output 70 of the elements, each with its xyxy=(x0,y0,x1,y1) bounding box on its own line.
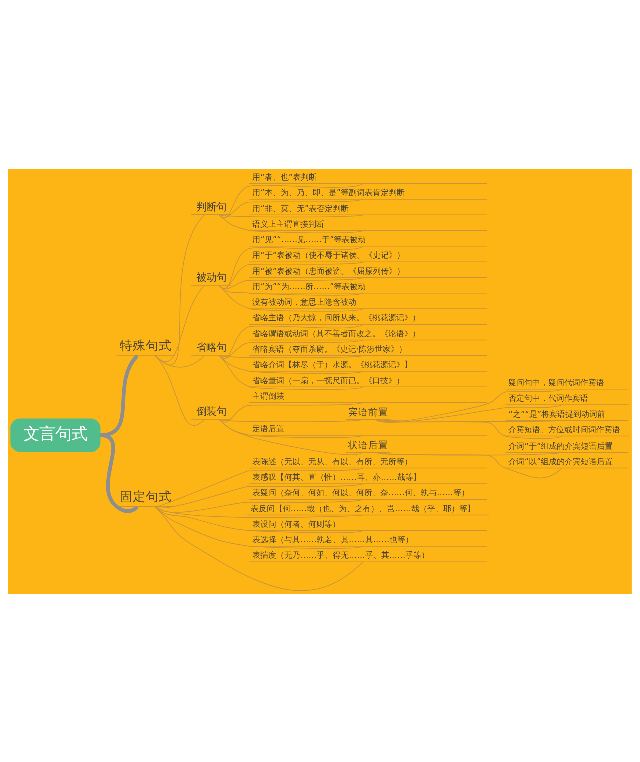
node-text: 省略句 xyxy=(196,342,226,354)
connector xyxy=(375,419,562,422)
node-text: 表陈述（无以、无从、有以、有所、无所等） xyxy=(252,456,413,466)
node-text: 用“本、为、乃、即、是”等副词表肯定判断 xyxy=(252,187,406,198)
connector xyxy=(219,419,363,455)
connector xyxy=(375,452,562,478)
node-text: 表感叹【何其、直（惟）……耳、亦……哉等】 xyxy=(252,472,422,482)
node-text: 省略主语（乃大惊，问所从来。《桃花源记》） xyxy=(252,312,421,322)
node-text: 省略谓语或动词（其不善者而改之。《论语》） xyxy=(252,328,421,338)
node-text: “之”“是”将宾语提到动词前 xyxy=(508,408,606,418)
node-text: 介词“以”组成的介宾短语后置 xyxy=(508,456,614,466)
node-text: 介宾短语、方位或时间词作宾语 xyxy=(508,424,620,434)
node-text: 被动句 xyxy=(196,272,226,284)
node-text: 表选择（与其……孰若、其……其……也等） xyxy=(252,534,414,544)
connector xyxy=(219,246,364,289)
connector xyxy=(155,506,364,533)
connector xyxy=(155,467,364,507)
connector xyxy=(219,339,364,358)
connector xyxy=(375,452,562,456)
node-text: 表设问（何者、何则等） xyxy=(252,518,341,528)
node-text: 表反问【何……哉（也、为、之有）、岂……哉（乎、耶）等】 xyxy=(250,502,476,513)
node-text: 固定句式 xyxy=(120,488,172,504)
connector xyxy=(219,276,364,289)
connector xyxy=(219,419,364,438)
node-text: 状语后置 xyxy=(348,440,388,451)
node-text: 省略介词【林尽（于）水源。《桃花源记》】 xyxy=(252,359,413,370)
node-text: 语义上主谓直接判断 xyxy=(252,218,325,228)
connector xyxy=(375,404,562,423)
connector xyxy=(155,483,364,508)
connector xyxy=(155,506,364,591)
connector xyxy=(155,355,205,426)
connector xyxy=(219,261,364,288)
node-text: 主谓倒装 xyxy=(252,390,285,400)
node-text: 判断句 xyxy=(196,200,226,213)
node-text: 表疑问（奈何、何如、何以、何所、奈……何、孰与……等） xyxy=(252,487,470,498)
node-text: 用“非、莫、无”表否定判断 xyxy=(252,202,350,213)
node-text: 用“为”“为……所……”等表被动 xyxy=(252,280,366,291)
node-text: 介词“于”组成的介宾短语后置 xyxy=(508,440,614,450)
connector xyxy=(219,355,364,358)
connector xyxy=(219,285,364,312)
node-text: 表揣度（无乃……乎、得无……乎、其……乎等） xyxy=(252,550,430,560)
connector xyxy=(219,214,364,218)
connector xyxy=(375,419,562,439)
node-text: 疑问句中，疑问代词作宾语 xyxy=(508,377,605,388)
connector xyxy=(219,419,363,422)
node-text: 宾语前置 xyxy=(348,407,388,418)
connector xyxy=(219,183,364,218)
node-text: 用“于”表被动（使不辱于诸侯。《史记》） xyxy=(252,250,406,260)
node-text: 倒装句 xyxy=(196,406,226,418)
node-text: 用“被”表被动（忠而被谤。《屈原列传》） xyxy=(252,265,406,276)
connector xyxy=(219,214,364,234)
node-text: 没有被动词，意思上隐含被动 xyxy=(252,296,357,307)
node-box: 文言句式 xyxy=(10,418,101,452)
connector xyxy=(100,354,140,437)
connector xyxy=(219,402,364,422)
connector xyxy=(219,355,364,390)
connector xyxy=(219,324,364,358)
node-text: 定语后置 xyxy=(252,423,285,434)
node-text: 省略宾语（夺而杀尉。《史记·陈涉世家》） xyxy=(252,344,408,354)
connector xyxy=(375,388,562,422)
node-text: 用“见”“……见……于”等表被动 xyxy=(252,234,366,244)
node-text: 否定句中，代词作宾语 xyxy=(508,392,589,403)
node-text: 用“者、也”表判断 xyxy=(252,172,318,182)
node-text: 省略量词（一扇，一抚尺而已。《口技》） xyxy=(252,374,405,385)
connector xyxy=(100,433,139,513)
connector xyxy=(219,355,364,374)
node-text: 特殊句式 xyxy=(120,337,172,352)
connector xyxy=(155,506,364,518)
connector xyxy=(155,506,364,549)
connector xyxy=(219,198,364,218)
